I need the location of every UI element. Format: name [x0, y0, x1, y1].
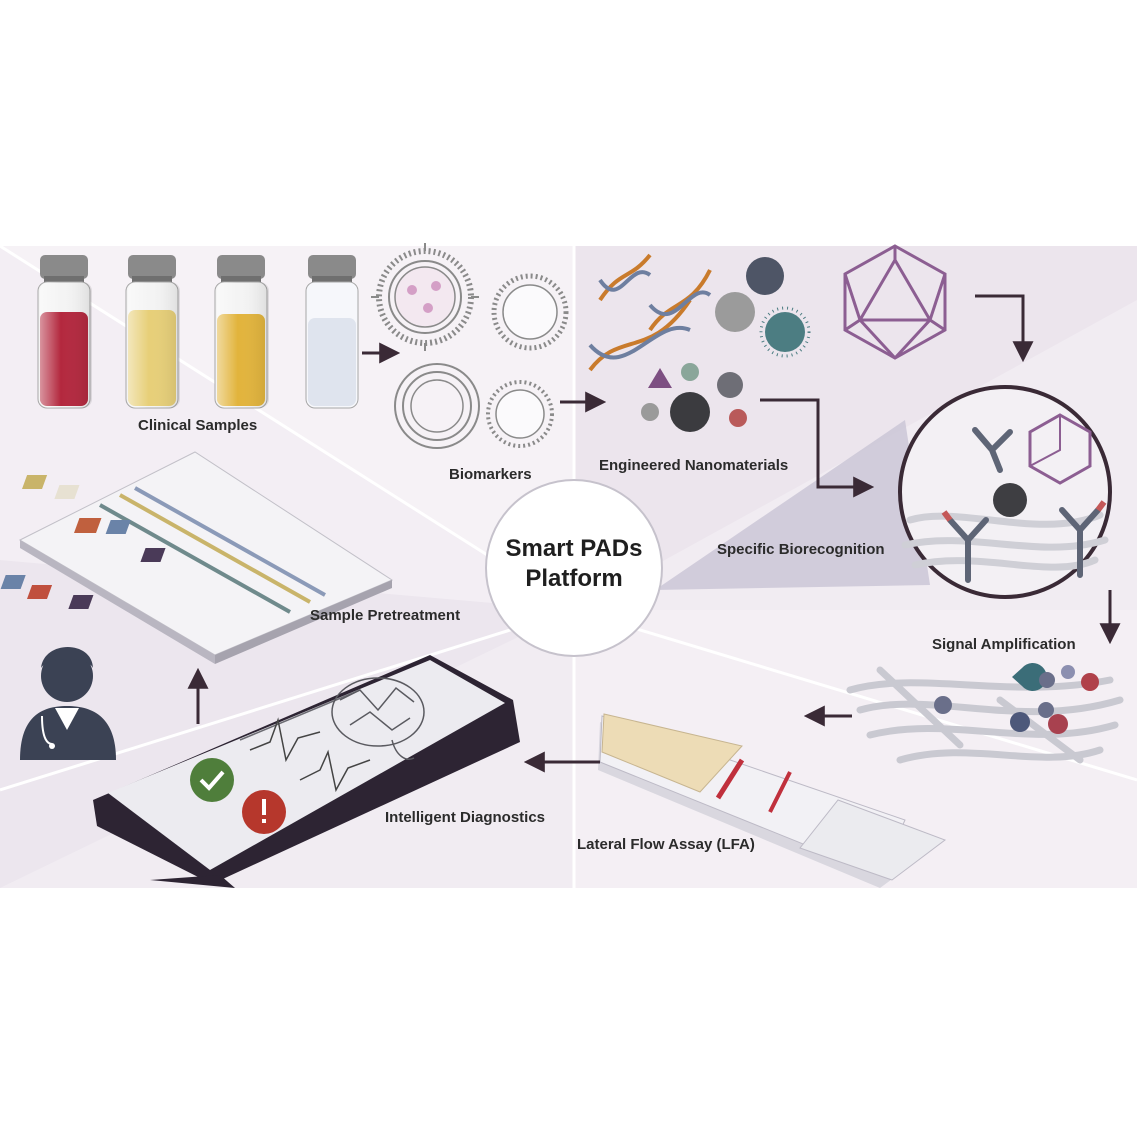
label-specific-biorecognition: Specific Biorecognition	[717, 541, 885, 558]
antibody-icon	[947, 427, 1101, 583]
check-icon	[190, 758, 234, 802]
sample-vial-icon	[37, 255, 92, 409]
arrow-nanomaterials-to-recognition	[760, 398, 875, 498]
label-intelligent-diagnostics: Intelligent Diagnostics	[385, 809, 546, 826]
flow-arrows	[187, 294, 1121, 773]
nanoparticle-icon	[641, 257, 811, 432]
biorecognition-zoom	[898, 385, 1112, 599]
sample-vial-icon	[305, 255, 359, 409]
label-engineered-nanomaterials: Engineered Nanomaterials	[599, 457, 789, 474]
sample-vial-icon	[125, 255, 180, 409]
sample-vial-icon	[214, 255, 269, 409]
label-sample-pretreatment: Sample Pretreatment	[310, 607, 461, 624]
label-biomarkers: Biomarkers	[449, 466, 532, 483]
magnification-cone	[655, 420, 930, 590]
exosome-icon	[394, 363, 480, 449]
center-title-line2: Platform	[525, 565, 623, 592]
doctor-icon	[20, 647, 116, 760]
paper-device-icon	[0, 451, 394, 664]
center-title-line1: Smart PADs	[505, 535, 643, 562]
brain-icon	[331, 677, 425, 760]
label-signal-amplification: Signal Amplification	[932, 636, 1076, 653]
alert-icon	[242, 790, 286, 834]
label-clinical-samples: Clinical Samples	[138, 417, 258, 434]
icosahedron-icon	[843, 244, 947, 360]
arrow-icosahedron-to-zoom	[975, 294, 1034, 363]
exosome-icon	[491, 273, 569, 351]
center-circle	[485, 479, 663, 657]
lfa-strip-icon	[598, 713, 947, 888]
exosome-icon	[486, 380, 554, 448]
center-title: Smart PADs Platform	[486, 534, 662, 594]
exosome-icon	[371, 243, 479, 351]
signal-particles	[934, 663, 1099, 734]
fiber-network-icon	[846, 666, 1124, 764]
dna-helix-icon	[588, 253, 712, 372]
label-lateral-flow-assay: Lateral Flow Assay (LFA)	[577, 836, 755, 853]
smartphone-icon	[93, 655, 520, 888]
